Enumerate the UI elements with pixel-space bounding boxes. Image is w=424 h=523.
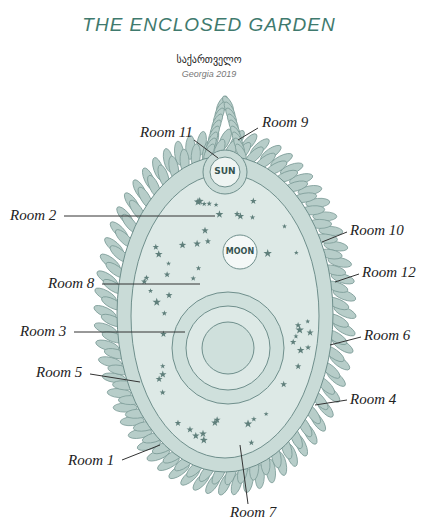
star [153, 244, 159, 250]
star [164, 271, 170, 277]
star [193, 240, 201, 247]
room-label: Room 3 [20, 323, 66, 340]
leaf-border [92, 94, 358, 496]
star [192, 432, 199, 439]
star [297, 346, 305, 353]
central-circles [172, 292, 284, 404]
star [160, 389, 166, 395]
star [148, 288, 153, 293]
moon-label: MOON [220, 247, 260, 256]
sun-label: SUN [205, 166, 245, 176]
star [206, 201, 212, 206]
star [199, 430, 207, 437]
star [307, 329, 314, 336]
star [214, 202, 219, 207]
star [216, 210, 224, 217]
star [234, 211, 240, 217]
date-caption: Georgia 2019 [0, 69, 421, 79]
star [159, 371, 166, 378]
star [202, 201, 207, 206]
star [244, 420, 252, 428]
room-label: Room 10 [350, 222, 404, 239]
star [205, 238, 211, 244]
star [191, 275, 197, 280]
star-field [141, 197, 314, 445]
star [160, 363, 165, 368]
star [264, 412, 269, 417]
star [264, 249, 272, 257]
star [179, 241, 187, 248]
title: THE ENCLOSED GARDEN [0, 14, 421, 36]
star [293, 334, 298, 339]
star [175, 420, 182, 426]
room-label: Room 11 [140, 124, 193, 141]
room-label: Room 7 [230, 504, 276, 521]
country-name: საქართველო [0, 54, 421, 65]
inner-field [131, 174, 319, 458]
star [290, 339, 296, 345]
star [305, 344, 311, 350]
star [294, 250, 299, 255]
sun-symbol [203, 150, 247, 194]
room-label: Room 5 [36, 364, 82, 381]
star [295, 363, 302, 369]
room-label: Room 4 [350, 391, 396, 408]
star [200, 436, 208, 444]
star [295, 325, 304, 333]
room-label: Room 9 [262, 114, 308, 131]
star [250, 198, 257, 204]
star [153, 298, 161, 306]
star [295, 322, 301, 328]
room-label: Room 1 [68, 452, 114, 469]
room-label: Room 12 [362, 264, 416, 281]
star [305, 319, 310, 324]
star [166, 292, 173, 299]
star [250, 215, 256, 220]
star [155, 250, 163, 257]
star [211, 419, 219, 426]
star [280, 381, 287, 388]
star [162, 310, 168, 315]
room-label: Room 8 [48, 275, 94, 292]
outer-band [117, 156, 333, 472]
star [201, 227, 208, 234]
star [187, 426, 194, 433]
star [141, 278, 148, 284]
star [282, 224, 287, 229]
room-label: Room 6 [364, 327, 410, 344]
star [156, 375, 163, 382]
star [251, 416, 257, 421]
star [248, 440, 254, 446]
star [196, 265, 201, 270]
room-label: Room 2 [10, 207, 56, 224]
leader-lines [64, 128, 361, 504]
star [166, 261, 171, 266]
